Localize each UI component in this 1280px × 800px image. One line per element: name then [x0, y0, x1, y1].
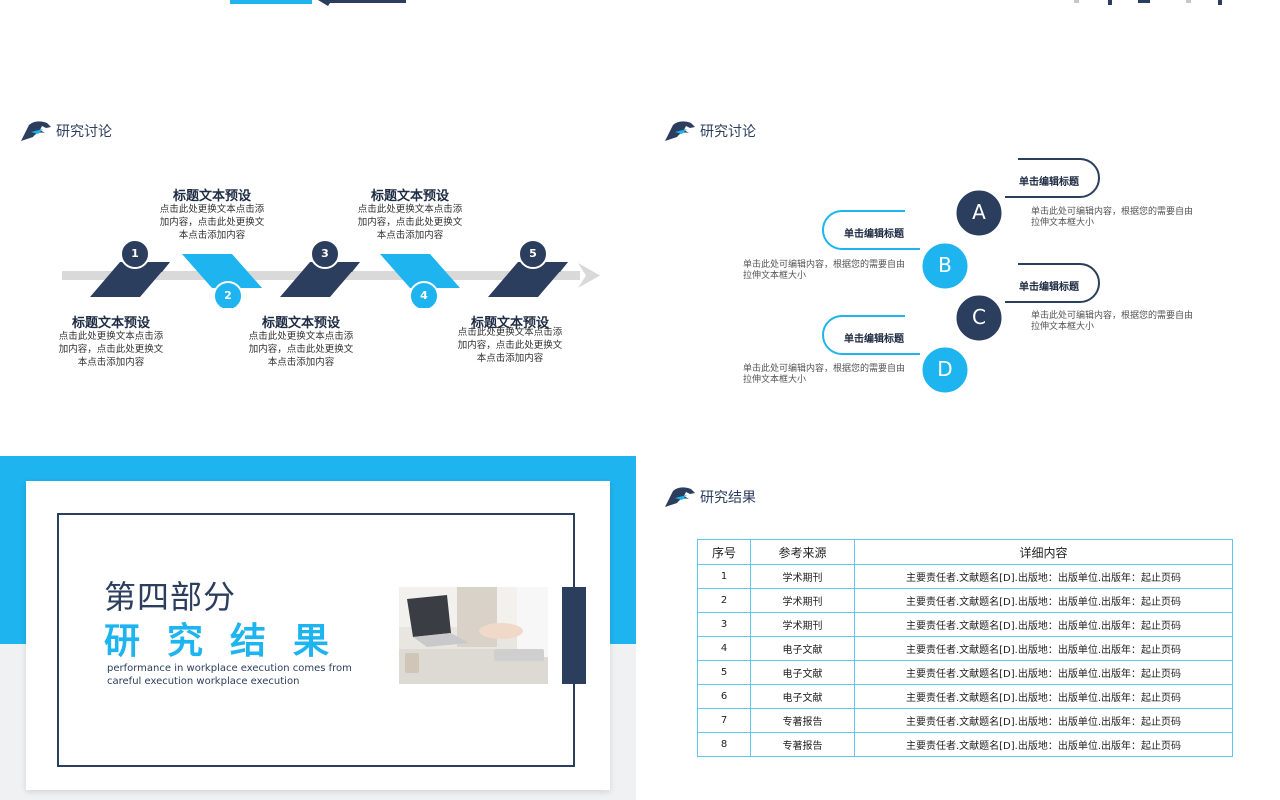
- table-header-row: 序号 参考来源 详细内容: [697, 539, 1233, 565]
- step-circle-2: [213, 281, 243, 308]
- step-title-2: 标题文本预设: [172, 189, 251, 204]
- cell-index: 8: [697, 732, 751, 757]
- section-title: 研究讨论: [700, 124, 756, 140]
- item-circle-b: [919, 240, 971, 292]
- cell-index: 5: [697, 660, 751, 685]
- item-label-c: 单击编辑标题: [1019, 282, 1079, 293]
- step-circle-3: [310, 239, 340, 269]
- item-desc-b: 单击此处可编辑内容，根据您的需要自由拉伸文本框大小: [743, 260, 906, 281]
- item-circle-a: [953, 187, 1005, 239]
- cell-source: 电子文献: [750, 636, 855, 661]
- cell-detail: 主要责任者.文献题名[D].出版地：出版单位.出版年：起止页码: [854, 564, 1233, 589]
- cell-detail: 主要责任者.文献题名[D].出版地：出版单位.出版年：起止页码: [854, 588, 1233, 613]
- eagle-head-icon: [665, 487, 695, 507]
- cell-detail: 主要责任者.文献题名[D].出版地：出版单位.出版年：起止页码: [854, 684, 1233, 709]
- step-number-1: 1: [131, 247, 139, 260]
- step-circle-5: [518, 239, 548, 269]
- step-circle-1: [120, 239, 150, 269]
- section-part-label: 第四部分: [104, 578, 237, 616]
- step-title-4: 标题文本预设: [370, 189, 449, 204]
- step-title-3: 标题文本预设: [261, 316, 340, 331]
- cell-source: 学术期刊: [750, 588, 855, 613]
- step-desc-1: 点击此处更换文本点击添加内容，点击此处更换文本点击添加内容: [58, 331, 164, 368]
- item-desc-d: 单击此处可编辑内容，根据您的需要自由拉伸文本框大小: [743, 364, 906, 385]
- step-number-3: 3: [321, 247, 329, 260]
- step-title-5: 标题文本预设: [470, 316, 549, 331]
- top-slide-decoration: [1074, 0, 1222, 5]
- cell-source: 专著报告: [750, 732, 855, 757]
- section-main-title: 研究结果: [104, 621, 357, 662]
- step-shape-2: [182, 254, 262, 288]
- cell-detail: 主要责任者.文献题名[D].出版地：出版单位.出版年：起止页码: [854, 708, 1233, 733]
- cell-detail: 主要责任者.文献题名[D].出版地：出版单位.出版年：起止页码: [854, 732, 1233, 757]
- laptop-photo: [399, 587, 548, 684]
- item-letter-b: B: [938, 253, 952, 277]
- item-label-b: 单击编辑标题: [844, 229, 904, 240]
- slide3-navy-accent: [562, 587, 586, 684]
- step-number-4: 4: [420, 289, 428, 302]
- item-letter-c: C: [972, 305, 986, 329]
- cell-source: 电子文献: [750, 660, 855, 685]
- item-letter-d: D: [937, 357, 953, 381]
- item-label-d: 单击编辑标题: [844, 334, 904, 345]
- item-letter-a: A: [972, 200, 986, 224]
- timeline-graphic: [62, 239, 600, 308]
- cell-index: 4: [697, 636, 751, 661]
- cell-source: 学术期刊: [750, 564, 855, 589]
- column-header-index: 序号: [697, 539, 751, 565]
- item-desc-a: 单击此处可编辑内容，根据您的需要自由拉伸文本框大小: [1031, 207, 1194, 228]
- cell-source: 专著报告: [750, 708, 855, 733]
- cell-index: 1: [697, 564, 751, 589]
- cell-index: 3: [697, 612, 751, 637]
- slide2-header: 研究讨论: [664, 120, 756, 142]
- cell-detail: 主要责任者.文献题名[D].出版地：出版单位.出版年：起止页码: [854, 612, 1233, 637]
- top-slide-arrow: [318, 0, 406, 6]
- column-header-source: 参考来源: [750, 539, 855, 565]
- timeline-arrowhead: [578, 263, 600, 288]
- step-desc-3: 点击此处更换文本点击添加内容，点击此处更换文本点击添加内容: [248, 331, 354, 368]
- cell-source: 学术期刊: [750, 612, 855, 637]
- item-circle-c: [953, 292, 1005, 344]
- cell-detail: 主要责任者.文献题名[D].出版地：出版单位.出版年：起止页码: [854, 660, 1233, 685]
- slide4-header: 研究结果: [664, 486, 756, 508]
- column-header-detail: 详细内容: [854, 539, 1233, 565]
- step-title-1: 标题文本预设: [71, 316, 150, 331]
- cell-source: 电子文献: [750, 684, 855, 709]
- abcd-graphic: [822, 158, 1100, 396]
- step-circle-4: [409, 281, 439, 308]
- item-circle-d: [919, 344, 971, 396]
- eagle-head-icon: [665, 121, 695, 141]
- top-slide-accent-bar: [230, 0, 312, 4]
- section-title: 研究讨论: [56, 124, 112, 140]
- cell-index: 2: [697, 588, 751, 613]
- section-title: 研究结果: [700, 490, 756, 506]
- step-number-5: 5: [529, 247, 537, 260]
- cell-index: 7: [697, 708, 751, 733]
- cell-index: 6: [697, 684, 751, 709]
- step-desc-2: 点击此处更换文本点击添加内容，点击此处更换文本点击添加内容: [159, 204, 265, 241]
- step-shape-4: [380, 254, 460, 288]
- eagle-head-icon: [21, 121, 51, 141]
- step-desc-5: 点击此处更换文本点击添加内容，点击此处更换文本点击添加内容: [457, 327, 563, 364]
- item-desc-c: 单击此处可编辑内容，根据您的需要自由拉伸文本框大小: [1031, 311, 1194, 332]
- slide1-header: 研究讨论: [20, 120, 112, 142]
- item-label-a: 单击编辑标题: [1019, 177, 1079, 188]
- step-number-2: 2: [224, 289, 232, 302]
- cell-detail: 主要责任者.文献题名[D].出版地：出版单位.出版年：起止页码: [854, 636, 1233, 661]
- step-desc-4: 点击此处更换文本点击添加内容，点击此处更换文本点击添加内容: [357, 204, 463, 241]
- section-subtitle: performance in workplace execution comes…: [107, 663, 352, 687]
